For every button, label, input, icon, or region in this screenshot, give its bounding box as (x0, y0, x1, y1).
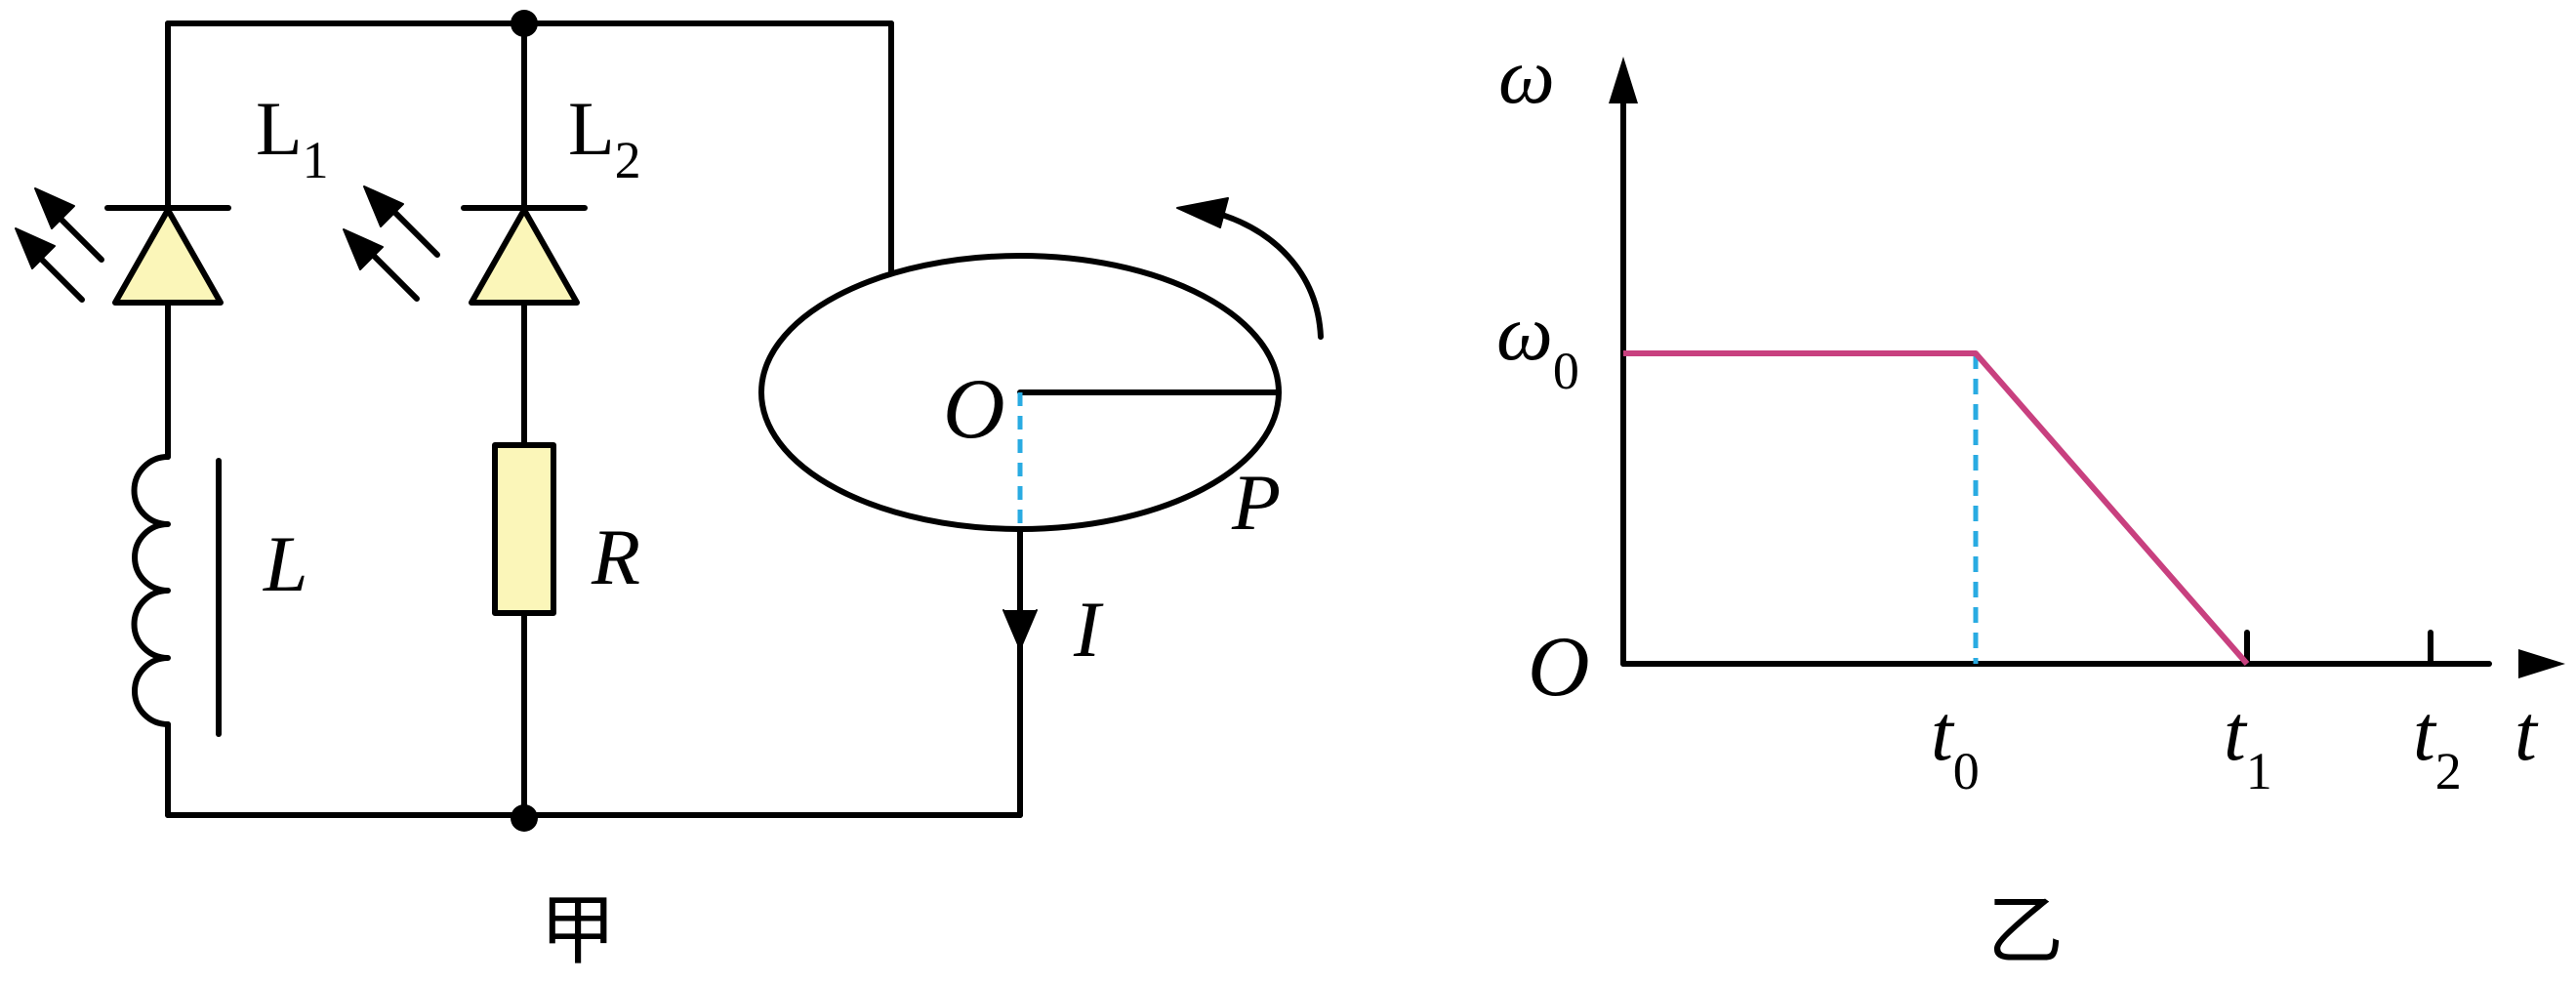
current-arrow-icon (1002, 609, 1038, 650)
y-axis-label: ω (1498, 31, 1555, 120)
resistor-label: R (591, 512, 640, 601)
circuit-diagram (15, 10, 1324, 832)
circuit-caption: 甲 (540, 888, 616, 973)
junction-dot (511, 10, 538, 37)
light-arrow-head (34, 187, 75, 229)
inductor-label: L (263, 519, 308, 608)
graph-caption: 乙 (1987, 888, 2064, 973)
origin-label: O (1528, 620, 1590, 715)
led-L2 (343, 185, 588, 306)
led-L1-body (112, 207, 224, 306)
light-arrow-head (343, 228, 384, 270)
inductor-coil (131, 454, 171, 727)
rotation-arrow-head (1176, 197, 1229, 228)
x-axis-label: t (2515, 688, 2539, 777)
current-label: I (1073, 585, 1104, 674)
omega-t-graph: ω ω0 O t0 t1 t2 t 乙 (1496, 31, 2565, 973)
rotation-arrow-icon (1206, 208, 1324, 340)
led-L1 (15, 187, 231, 306)
led-L2-body (469, 207, 580, 306)
circuit-labels: L1 L2 L R O P I 甲 (256, 86, 1281, 973)
light-arrow-head (15, 227, 56, 269)
x-tick-t1-label: t1 (2224, 688, 2272, 800)
lamp1-label: L1 (256, 86, 329, 189)
junction-dot (511, 804, 538, 832)
disk-point-label: P (1231, 458, 1281, 547)
x-tick-t0: t0 (1931, 688, 1980, 800)
x-tick-t2-label: t2 (2413, 688, 2462, 800)
x-axis-arrowhead (2518, 649, 2565, 678)
disk-center-label: O (943, 362, 1005, 457)
y-axis-arrowhead (1609, 57, 1638, 103)
y-tick-omega0: ω0 (1496, 288, 1579, 400)
resistor-R (492, 442, 556, 616)
omega-curve (1623, 350, 2250, 666)
light-arrow-head (363, 185, 404, 227)
lamp2-label: L2 (568, 86, 641, 189)
